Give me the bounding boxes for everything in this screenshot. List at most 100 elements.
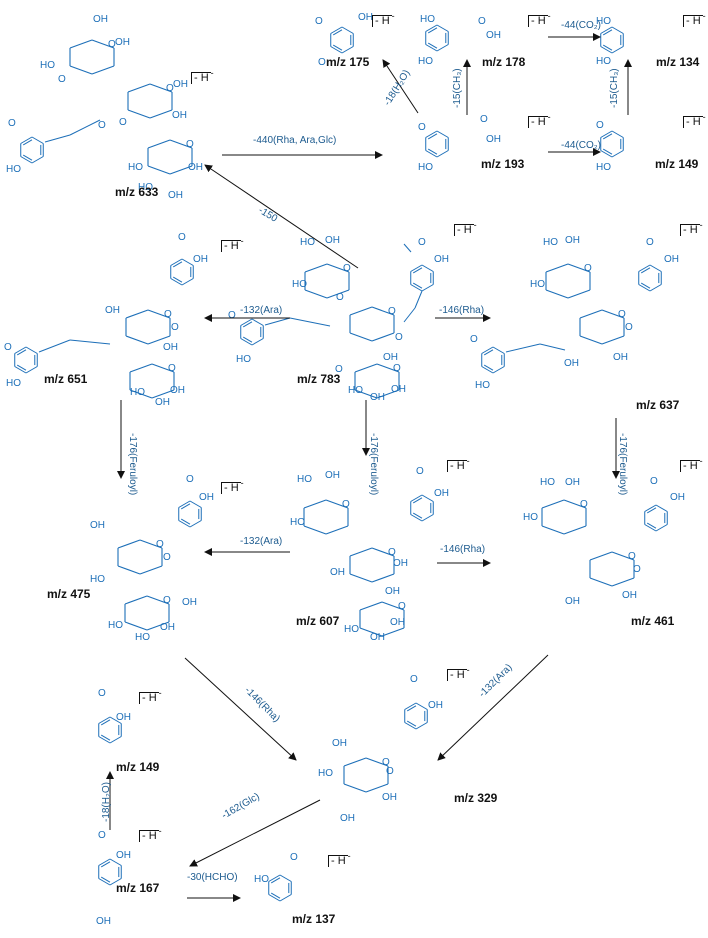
c633-ara-substituent: HO xyxy=(40,60,55,71)
c651-glc-substituent: O xyxy=(171,322,179,333)
c783-ester xyxy=(289,317,331,327)
c607-rha-ring-oxygen: O xyxy=(398,601,406,612)
c633-ferulic-label: O xyxy=(8,118,16,129)
c651-ferulic-bond xyxy=(25,346,38,354)
charge-651: - H- xyxy=(221,236,244,252)
c167-ring-label: OH xyxy=(96,916,111,927)
c783-rha-substituent: OH xyxy=(370,392,385,403)
c651-ferulic-double-bond xyxy=(16,349,27,356)
c461-ara-ring-bond xyxy=(541,525,565,535)
c633-glc-substituent: O xyxy=(119,117,127,128)
edge-label-607-461: -146(Rha) xyxy=(440,544,486,555)
c149a-ring-bond xyxy=(611,130,624,138)
c193-ring-double-bond xyxy=(427,148,438,155)
c783-glc-ring-bond xyxy=(349,306,373,316)
c651-aryl-double-bond xyxy=(172,276,183,283)
c607-aryl-label: OH xyxy=(434,488,449,499)
c651-rha-ring-oxygen: O xyxy=(168,363,176,374)
c633-ara-ring-oxygen: O xyxy=(108,39,116,50)
c607-glc-ring-bond xyxy=(371,547,395,557)
c175-ring-bond xyxy=(341,26,354,34)
c637-aryl-label: O xyxy=(646,237,654,248)
c651-rha-substituent: HO xyxy=(130,387,145,398)
charge-633: - H- xyxy=(191,68,214,84)
c175-ring-label: O xyxy=(315,16,323,27)
c167-ring-bond xyxy=(98,878,111,886)
c607-glc-ring-bond xyxy=(349,573,373,583)
c475-rha-ring-oxygen: O xyxy=(163,595,171,606)
c167-ring-label: OH xyxy=(116,850,131,861)
c637-ferulic-bond xyxy=(492,346,505,354)
c475-rha-ring-bond xyxy=(124,621,148,631)
edge-label-637-461: -176(Feruloyl) xyxy=(617,433,628,496)
c651-glc-ring-bond xyxy=(125,309,149,319)
c783-aryl-label: OH xyxy=(434,254,449,265)
c134-ring-label: HO xyxy=(596,56,611,67)
c783-glc-ring-bond xyxy=(349,332,373,342)
c637-ferulic-double-bond xyxy=(483,349,494,356)
c633-rha-ring-oxygen: O xyxy=(186,139,194,150)
c651-aryl-bond xyxy=(181,258,194,266)
c461-glc-substituent: O xyxy=(633,564,641,575)
c633-ara-substituent: O xyxy=(58,74,66,85)
c149a-ring-bond xyxy=(600,150,613,158)
c167-ring-label: O xyxy=(98,830,106,841)
c783-ara-substituent: HO xyxy=(292,279,307,290)
c651-glc-substituent: OH xyxy=(105,305,120,316)
c134-ring-label: HO xyxy=(596,16,611,27)
c783-ferulic-bond xyxy=(240,338,253,346)
c651-rha-ring-bond xyxy=(151,363,175,373)
c783-aryl-double-bond xyxy=(412,282,423,289)
c651-aryl-double-bond xyxy=(172,261,183,268)
c783-ferulic-bond xyxy=(240,318,253,326)
c461-glc-ring-bond xyxy=(611,577,635,587)
c633-ester xyxy=(69,119,101,136)
edge-label-178-134: -44(CO₂) xyxy=(561,20,601,31)
mz-label-137: m/z 137 xyxy=(292,912,336,926)
c607-glc-substituent: OH xyxy=(385,586,400,597)
c637-aryl-label: OH xyxy=(664,254,679,265)
c783-glc-ring-bond xyxy=(371,306,395,316)
c175-ring-bond xyxy=(330,26,343,34)
c475-glc-substituent: OH xyxy=(90,520,105,531)
mz-label-178: m/z 178 xyxy=(482,55,526,69)
c633-ara-ring-bond xyxy=(69,65,93,75)
edge-label-783-637: -146(Rha) xyxy=(439,305,485,316)
mz-label-637: m/z 637 xyxy=(636,398,680,412)
c475-aryl-double-bond xyxy=(180,503,191,510)
c137-ring-bond xyxy=(268,894,281,902)
c178-ring-bond xyxy=(425,24,438,32)
mz-label-149a: m/z 149 xyxy=(655,157,699,171)
c651-glc-substituent: OH xyxy=(163,342,178,353)
c783-ara-substituent: HO xyxy=(300,237,315,248)
c637-ara-ring-bond xyxy=(545,289,569,299)
c633-glc-ring-bond xyxy=(149,109,173,119)
c783-linker xyxy=(403,307,416,323)
c637-glc-ring-bond xyxy=(579,309,603,319)
c607-aryl-bond xyxy=(421,494,434,502)
c475-aryl-bond xyxy=(189,520,202,528)
c193-ring-label: O xyxy=(480,114,488,125)
c651-ferulic-label: O xyxy=(4,342,12,353)
c175-ring-double-bond xyxy=(332,29,343,36)
c651-glc-ring-oxygen: O xyxy=(164,309,172,320)
c475-rha-substituent: HO xyxy=(135,632,150,643)
c783-glc-ring-oxygen: O xyxy=(388,306,396,317)
c149a-ring-bond xyxy=(600,130,613,138)
c633-rha-substituent: OH xyxy=(188,162,203,173)
charge-175: - H- xyxy=(372,11,395,27)
charge-783: - H- xyxy=(454,220,477,236)
c167-ring-bond xyxy=(98,858,111,866)
c137-ring-double-bond xyxy=(270,877,281,884)
c475-aryl-double-bond xyxy=(180,518,191,525)
c637-ferulic-double-bond xyxy=(483,364,494,371)
c461-ara-ring-bond xyxy=(541,499,565,509)
c651-aryl-bond xyxy=(170,258,183,266)
c475-rha-substituent: HO xyxy=(108,620,123,631)
c475-glc-ring-bond xyxy=(117,539,141,549)
c783-ferulic-double-bond xyxy=(242,321,253,328)
c178-ring-label: HO xyxy=(418,56,433,67)
charge-329: - H- xyxy=(447,665,470,681)
c461-glc-ring-bond xyxy=(589,577,613,587)
